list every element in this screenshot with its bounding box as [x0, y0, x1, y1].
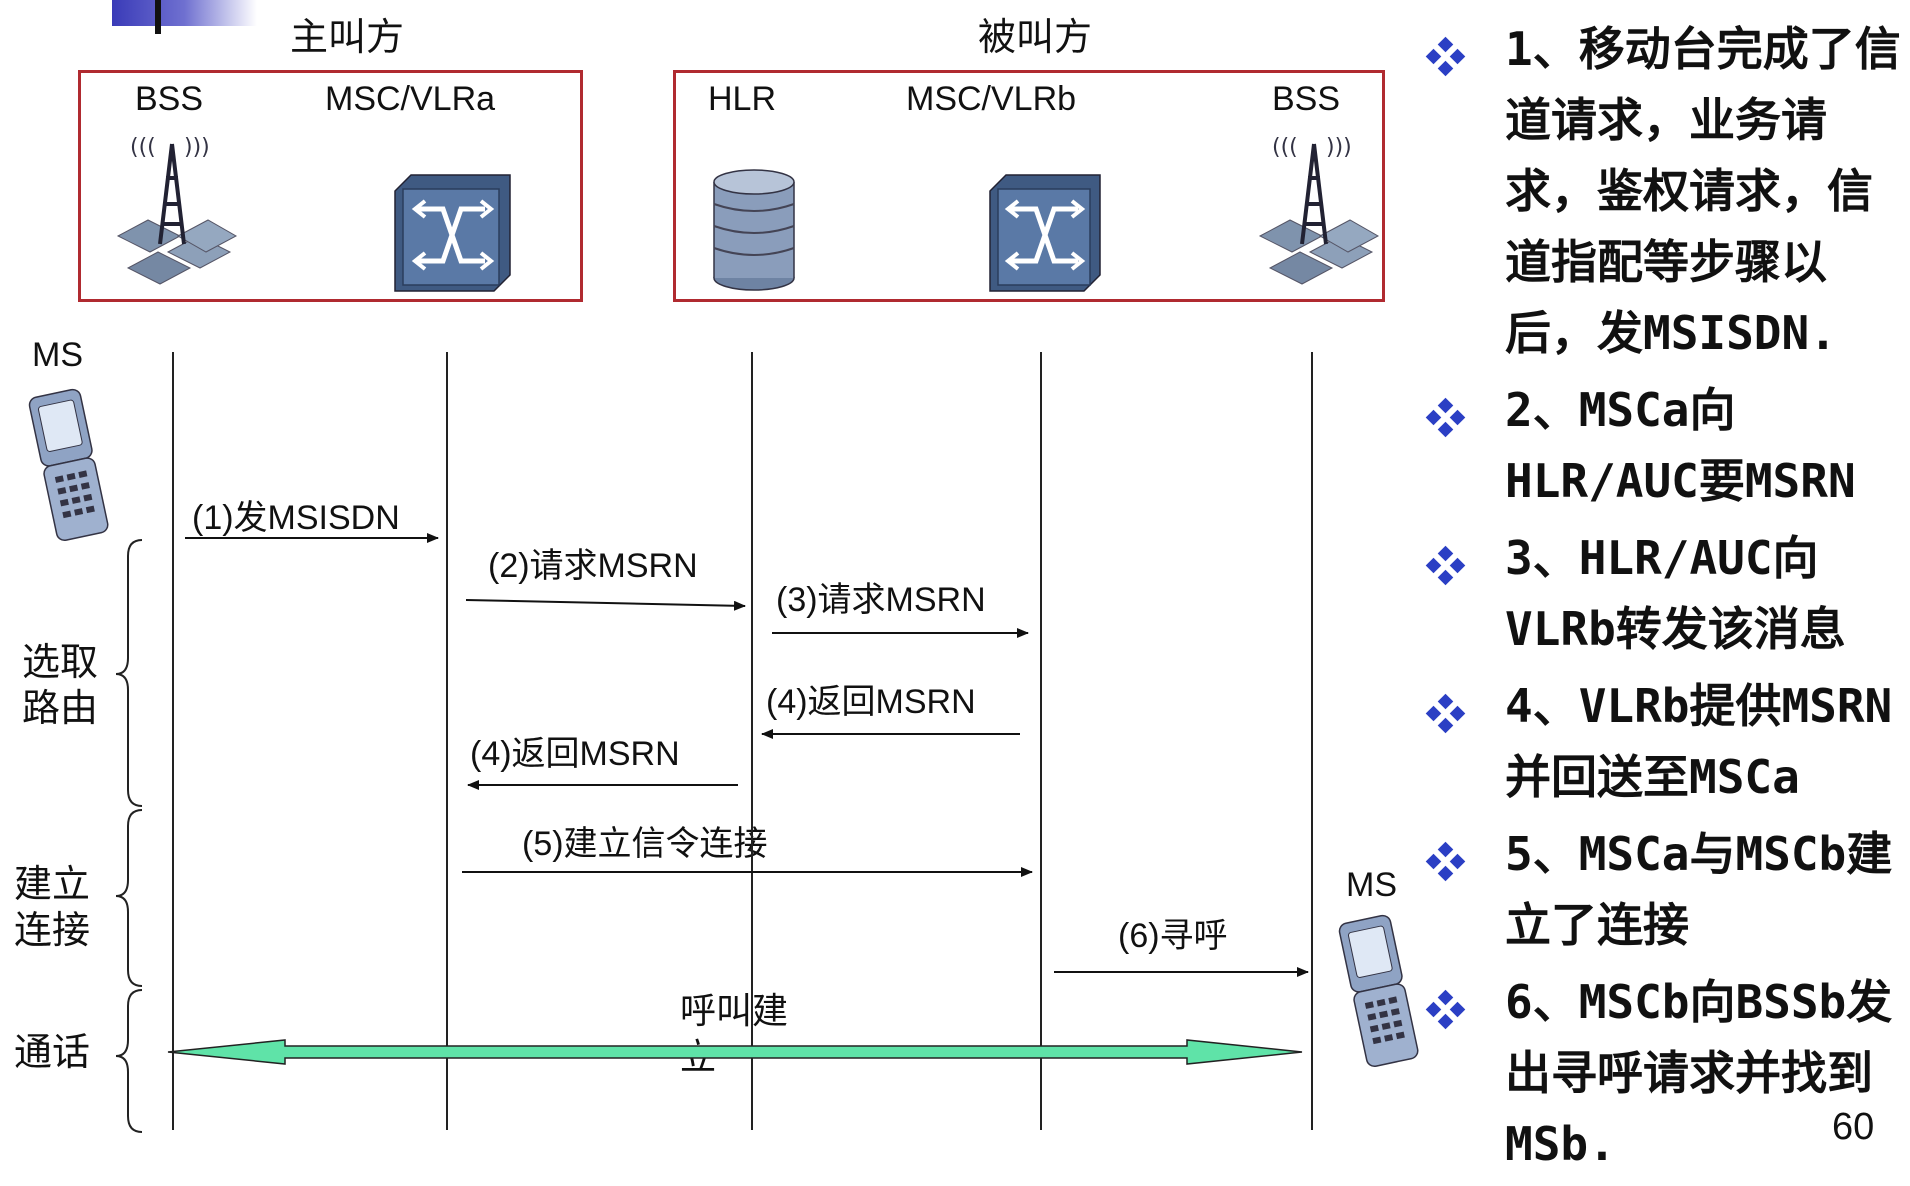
msg-5-label: (5)建立信令连接	[522, 825, 768, 863]
brace-routing	[115, 539, 143, 807]
entity-hlr: HLR	[708, 80, 777, 118]
hlr-database-icon	[713, 169, 795, 291]
ms-b-phone-icon	[1338, 914, 1419, 1068]
group-title-calling: 主叫方	[290, 17, 405, 59]
svg-text:(((: (((	[130, 135, 156, 160]
phase-talk-label: 通话	[14, 1032, 91, 1074]
entity-msc-vlr-a: MSC/VLRa	[325, 80, 496, 118]
call-established-arrow	[167, 1039, 1303, 1065]
bss-b-tower-icon: ((( )))	[1258, 135, 1380, 285]
msg-6-label: (6)寻呼	[1118, 917, 1228, 955]
msg-1-label: (1)发MSISDN	[192, 499, 400, 537]
phase-connect-label: 建立连接	[14, 864, 91, 952]
svg-text:))): )))	[1326, 135, 1352, 160]
step-item: 5、MSCa与MSCb建立了连接	[1425, 819, 1905, 961]
brace-talk	[115, 989, 143, 1133]
entity-msc-vlr-b: MSC/VLRb	[906, 80, 1077, 118]
step-item: 2、MSCa向HLR/AUC要MSRN	[1425, 375, 1905, 517]
step-text: 3、HLR/AUC向VLRb转发该消息	[1505, 531, 1846, 656]
header-logo-strip	[112, 0, 257, 26]
msg-4a-label: (4)返回MSRN	[766, 683, 976, 721]
step-text: 1、移动台完成了信道请求，业务请求，鉴权请求，信道指配等步骤以后，发MSISDN…	[1505, 22, 1901, 360]
msc-b-switch-icon	[989, 174, 1101, 292]
svg-text:(((: (((	[1272, 135, 1298, 160]
msg-4b-label: (4)返回MSRN	[470, 735, 680, 773]
msg-2-arrow	[465, 599, 746, 611]
diamond-bullet-icon	[1425, 693, 1466, 734]
calling-side-box	[78, 70, 583, 302]
bss-a-tower-icon: ((( )))	[116, 135, 238, 285]
step-item: 3、HLR/AUC向VLRb转发该消息	[1425, 523, 1905, 665]
group-title-called: 被叫方	[978, 17, 1093, 59]
diamond-bullet-icon	[1425, 545, 1466, 586]
brace-connect	[115, 809, 143, 987]
step-item: 1、移动台完成了信道请求，业务请求，鉴权请求，信道指配等步骤以后，发MSISDN…	[1425, 14, 1905, 369]
phase-routing-label: 选取路由	[22, 642, 99, 730]
entity-bss-b: BSS	[1272, 80, 1341, 118]
step-text: 5、MSCa与MSCb建立了连接	[1505, 827, 1893, 952]
called-side-box	[673, 70, 1385, 302]
diamond-bullet-icon	[1425, 989, 1466, 1030]
diamond-bullet-icon	[1425, 841, 1466, 882]
page-number: 60	[1832, 1106, 1875, 1148]
entity-bss-a: BSS	[135, 80, 204, 118]
msg-2-label: (2)请求MSRN	[488, 547, 698, 585]
diagram-lines: ((( )))	[28, 135, 1419, 1133]
call-flow-diagram: 主叫方 被叫方 BSS MSC/VLRa HLR MSC/VLRb BSS MS…	[14, 17, 1419, 1133]
ms-a-phone-icon	[28, 388, 109, 542]
step-list: 1、移动台完成了信道请求，业务请求，鉴权请求，信道指配等步骤以后，发MSISDN…	[1425, 14, 1905, 1186]
entity-ms-a: MS	[32, 336, 83, 374]
msg-3-label: (3)请求MSRN	[776, 581, 986, 619]
msc-a-switch-icon	[394, 174, 511, 292]
diamond-bullet-icon	[1425, 397, 1466, 438]
step-item: 4、VLRb提供MSRN并回送至MSCa	[1425, 671, 1905, 813]
svg-text:))): )))	[184, 135, 210, 160]
header-divider	[155, 0, 161, 34]
diamond-bullet-icon	[1425, 36, 1466, 77]
step-text: 4、VLRb提供MSRN并回送至MSCa	[1505, 679, 1893, 804]
entity-ms-b: MS	[1346, 866, 1397, 904]
step-text: 2、MSCa向HLR/AUC要MSRN	[1505, 383, 1856, 508]
